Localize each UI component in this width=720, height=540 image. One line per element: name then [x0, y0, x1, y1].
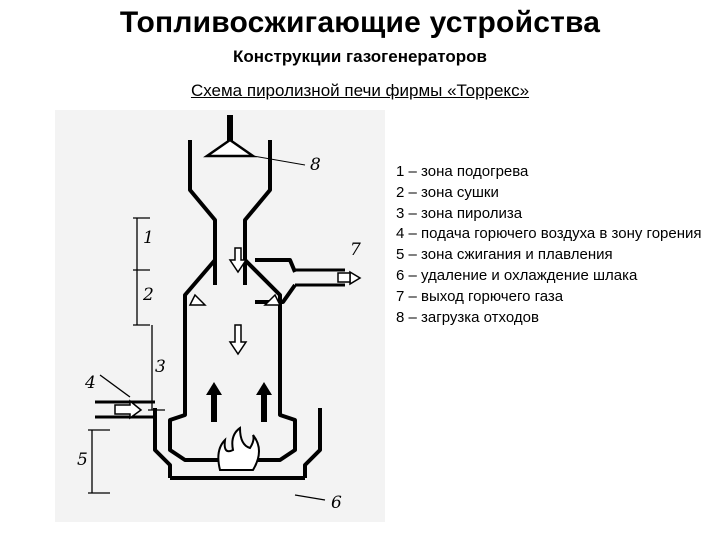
pyrolysis-furnace-diagram: 1 2 3 4 5 6 7 8: [55, 110, 385, 522]
gas-outlet-pipe: [295, 268, 345, 287]
flow-arrows: [114, 247, 362, 420]
leader-8: [252, 155, 306, 166]
legend-item: 1 – зона подогрева: [396, 163, 529, 180]
legend-item: 4 – подача горючего воздуха в зону горен…: [396, 225, 702, 243]
label-8: 8: [310, 155, 321, 175]
page-subtitle: Конструкции газогенераторов: [233, 47, 487, 66]
hopper-stem: [227, 115, 233, 143]
legend-item: 3 – зона пиролиза: [396, 204, 523, 222]
label-6: 6: [331, 493, 342, 513]
legend-item: 8 – загрузка отходов: [396, 308, 539, 326]
flame-arrows: [206, 382, 272, 422]
arrow-down-middle: [228, 324, 248, 356]
label-5: 5: [77, 450, 88, 470]
gas-collar-bottom: [255, 283, 297, 304]
furnace-right-wall: [243, 140, 297, 430]
shell-right: [303, 408, 322, 478]
label-3: 3: [155, 357, 166, 377]
legend-item: 7 – выход горючего газа: [396, 287, 564, 305]
label-2: 2: [142, 285, 154, 305]
arrow-gas-left: [188, 293, 207, 306]
diagram-legend: 1 – зона подогрева 2 – зона сушки 3 – зо…: [396, 162, 714, 328]
arrow-down-upper: [228, 247, 248, 274]
hopper-cone: [203, 138, 257, 158]
gas-collar-top: [255, 258, 297, 273]
shell-left: [153, 408, 172, 478]
arrow-up-right: [256, 382, 272, 395]
label-1: 1: [143, 228, 154, 248]
flame-icon: [217, 426, 260, 471]
air-inlet-pipe: [95, 400, 155, 419]
furnace-left-wall: [168, 140, 217, 430]
zone-dimension-lines: [88, 217, 326, 501]
legend-item: 6 – удаление и охлаждение шлака: [396, 266, 638, 284]
arrow-up-left: [206, 382, 222, 395]
arrow-air-in: [114, 399, 143, 420]
arrow-gas-right: [263, 293, 282, 306]
label-7: 7: [350, 240, 361, 260]
arrow-out-shaft: [337, 272, 351, 283]
legend-item: 2 – зона сушки: [396, 183, 499, 201]
furnace-body: [153, 140, 322, 480]
page-title: Топливосжигающие устройства: [119, 6, 601, 39]
diagram-caption: Схема пиролизной печи фирмы «Торрекс»: [190, 81, 530, 100]
arrow-up-right-shaft: [261, 392, 267, 422]
waste-hopper: [203, 115, 306, 166]
arrow-up-left-shaft: [211, 392, 217, 422]
legend-item: 5 – зона сжигания и плавления: [396, 246, 613, 264]
label-4: 4: [84, 373, 96, 393]
